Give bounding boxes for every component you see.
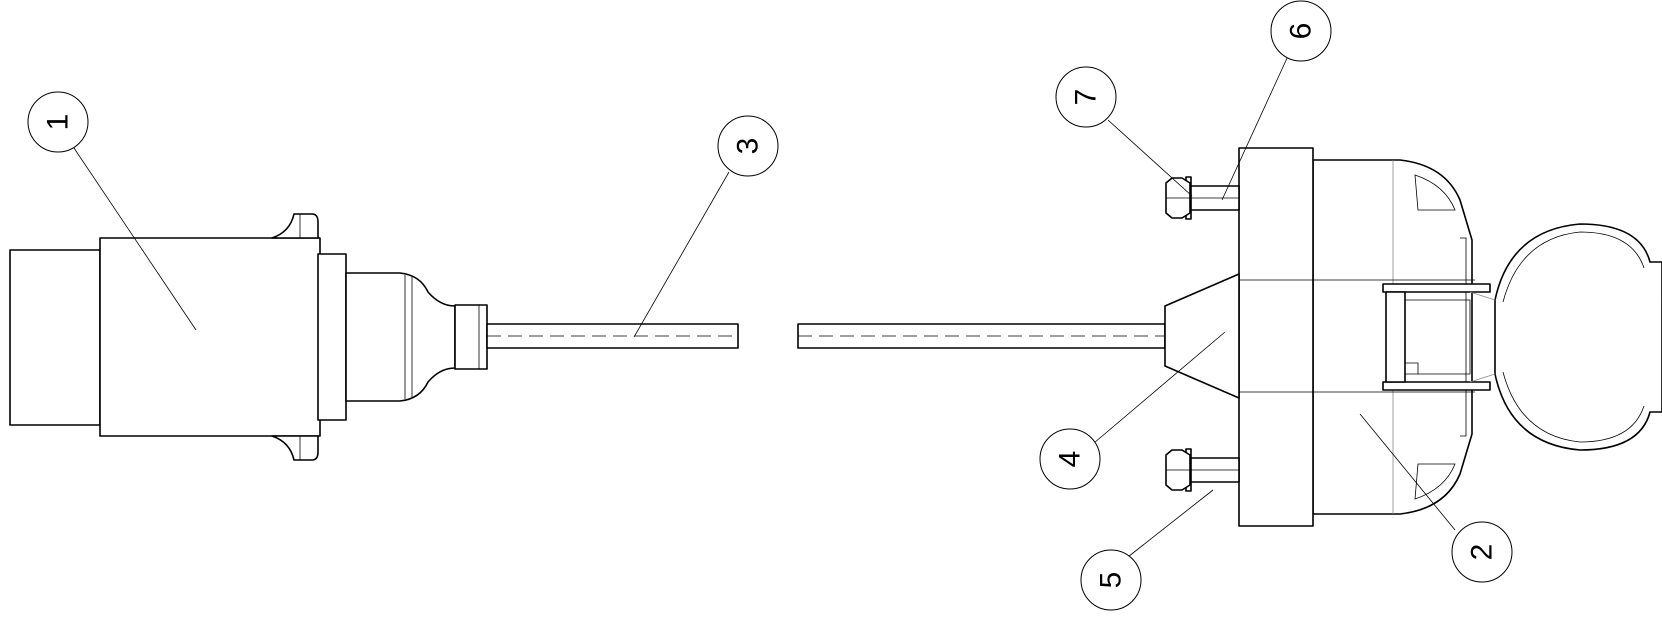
callout-label-5: 5 <box>1095 572 1128 589</box>
callout-label-6: 6 <box>1285 23 1318 40</box>
callout-label-4: 4 <box>1054 451 1087 468</box>
socket-part-2 <box>1238 147 1662 527</box>
cable-gland-part-4 <box>1164 273 1240 399</box>
cable-part-3 <box>486 323 1166 349</box>
callout-label-7: 7 <box>1070 89 1103 106</box>
callout-balloon-3: 3 <box>717 115 779 177</box>
callout-balloon-1: 1 <box>27 91 89 153</box>
screw-top-parts-6-7 <box>1165 176 1240 220</box>
callout-balloon-2: 2 <box>1451 521 1513 583</box>
callout-balloon-5: 5 <box>1080 549 1142 611</box>
callout-balloon-7: 7 <box>1055 66 1117 128</box>
leader-lines <box>73 55 1456 565</box>
callout-balloon-4: 4 <box>1039 428 1101 490</box>
plug-part-1 <box>9 213 488 461</box>
callout-label-2: 2 <box>1466 544 1499 561</box>
callout-label-3: 3 <box>732 138 765 155</box>
callout-label-1: 1 <box>42 114 75 131</box>
screw-bottom-part-5 <box>1165 448 1240 492</box>
callout-balloon-6: 6 <box>1270 0 1332 62</box>
